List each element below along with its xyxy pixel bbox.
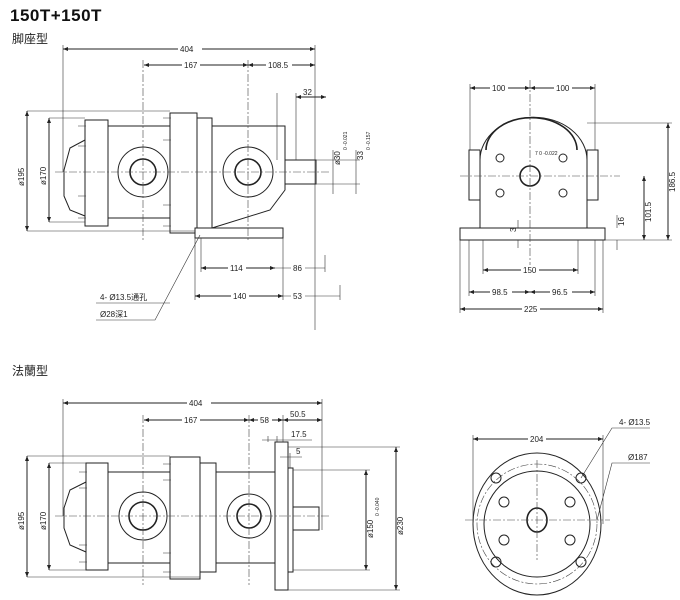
flange-mount-label: 法蘭型 (12, 364, 49, 378)
foot-end-view: 100 100 7 0 -0.022 186.5 101.5 16 3 150 … (459, 80, 677, 314)
foot-side-view: 404 167 108.5 32 ø195 ø170 ø30 0 -0.021 … (17, 45, 372, 330)
dim-150: 150 (523, 266, 537, 275)
dim-167: 167 (184, 416, 198, 425)
dim-150-tol: 0 -0.040 (375, 497, 381, 516)
dim-108-5: 108.5 (268, 61, 289, 70)
bolt-hole-note: 4- Ø13.5 (619, 418, 651, 427)
hole-note: 4- Ø13.5通孔 (100, 292, 147, 302)
dim-140: 140 (233, 292, 247, 301)
dim-96-5: 96.5 (552, 288, 568, 297)
dim-86: 86 (293, 264, 302, 273)
dim-404: 404 (189, 399, 203, 408)
dim-16: 16 (617, 217, 626, 226)
dim-17-5: 17.5 (291, 430, 307, 439)
flange-side-view: 404 167 58 50.5 17.5 5 ø195 ø170 ø150 0 … (17, 399, 405, 591)
dim-dia-30: ø30 (333, 151, 342, 165)
dim-100-left: 100 (492, 84, 506, 93)
dim-33: 33 (356, 151, 365, 160)
dim-100-right: 100 (556, 84, 570, 93)
dim-53: 53 (293, 292, 302, 301)
pitch-circle-dia: Ø187 (628, 453, 648, 462)
dim-dia-230: ø230 (396, 516, 405, 535)
key-dim: 7 0 -0.022 (535, 151, 558, 157)
dim-98-5: 98.5 (492, 288, 508, 297)
dim-101-5: 101.5 (644, 201, 653, 222)
dim-dia-170: ø170 (39, 511, 48, 530)
foot-mount-label: 脚座型 (12, 32, 49, 46)
drawing-title: 150T+150T (10, 6, 102, 25)
dim-dia-195: ø195 (17, 167, 26, 186)
dim-dia-150: ø150 (366, 519, 375, 538)
dim-dia-195: ø195 (17, 511, 26, 530)
dim-114: 114 (230, 264, 243, 273)
dim-33-tol: 0 -0.157 (366, 131, 372, 150)
dim-3: 3 (509, 227, 518, 232)
dim-167: 167 (184, 61, 198, 70)
dim-404: 404 (180, 45, 194, 54)
dim-5: 5 (296, 447, 301, 456)
dim-50-5: 50.5 (290, 410, 306, 419)
dim-225: 225 (524, 305, 538, 314)
dim-32: 32 (303, 88, 312, 97)
dim-204: 204 (530, 435, 544, 444)
counterbore-note: Ø28深1 (100, 310, 128, 319)
dim-30-tol: 0 -0.021 (343, 131, 349, 150)
dim-58: 58 (260, 416, 269, 425)
flange-end-view: 204 4- Ø13.5 Ø187 (465, 418, 651, 596)
dim-186-5: 186.5 (668, 171, 677, 192)
dim-dia-170: ø170 (39, 166, 48, 185)
